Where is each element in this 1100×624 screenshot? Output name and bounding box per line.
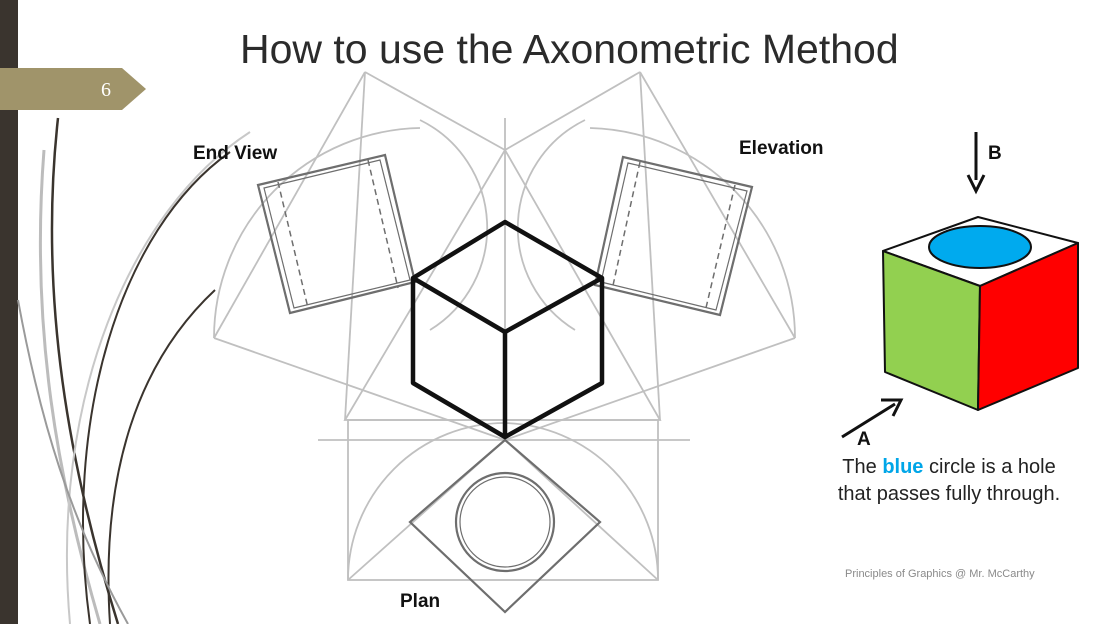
view-a-label: A: [857, 429, 871, 450]
view-arrow-b: [966, 132, 986, 195]
slide-number-badge: [0, 68, 146, 110]
decorative-swooshes: [17, 117, 251, 624]
caption-highlight-word: blue: [882, 456, 924, 478]
slide-number: 6: [101, 79, 111, 101]
view-b-label: B: [988, 143, 1002, 164]
end-view-label: End View: [193, 143, 278, 164]
elevation-label: Elevation: [739, 138, 824, 159]
slide-title: How to use the Axonometric Method: [240, 26, 899, 72]
isometric-cube-outline: [410, 219, 605, 440]
left-sidebar-bar: [0, 0, 18, 624]
elevation-projection: [593, 155, 754, 317]
pictorial-cube: [882, 216, 1079, 411]
hole-caption: The blue circle is a hole that passes fu…: [836, 454, 1062, 508]
plan-label: Plan: [400, 591, 441, 612]
footer-credit: Principles of Graphics @ Mr. McCarthy: [845, 568, 1035, 580]
plan-projection: [408, 438, 602, 614]
construction-lines: [213, 71, 796, 581]
caption-text-before: The: [842, 456, 883, 478]
end-view-projection: [256, 153, 417, 315]
caption-text-after: circle is a hole that passes fully throu…: [837, 456, 1061, 505]
view-arrow-a: [841, 398, 904, 439]
